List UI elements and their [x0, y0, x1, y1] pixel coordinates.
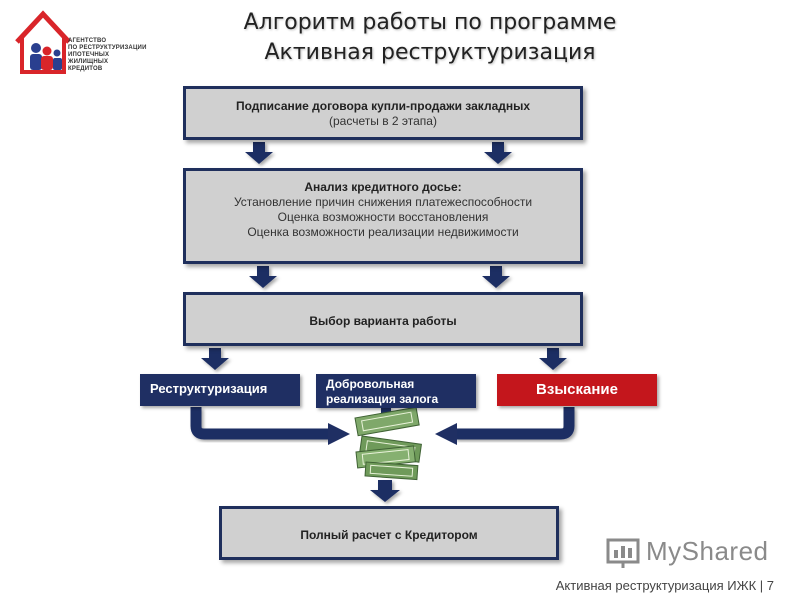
step-analysis-item: Оценка возможности реализации недвижимос… [247, 225, 519, 239]
step-signing-title: Подписание договора купли-продажи заклад… [235, 99, 531, 113]
footer-text: Активная реструктуризация ИЖК | 7 [555, 578, 774, 593]
step-choice-title: Выбор варианта работы [309, 314, 457, 328]
page-title-line2: Активная реструктуризация [264, 40, 596, 65]
step-signing-subtitle: (расчеты в 2 этапа) [329, 114, 437, 128]
step-signing-box: Подписание договора купли-продажи заклад… [183, 86, 583, 140]
myshared-icon [606, 538, 640, 568]
logo-line: АГЕНТСТВО [68, 38, 107, 44]
money-stack-icon [354, 406, 422, 481]
step-choice-box: Выбор варианта работы [183, 292, 583, 346]
option-recovery-label: Взыскание [536, 381, 618, 398]
watermark-text: MyShared [646, 536, 769, 566]
down-arrow-icon [539, 348, 567, 370]
option-recovery: Взыскание [497, 374, 657, 406]
house-logo-icon [15, 10, 71, 74]
down-arrow-icon [370, 480, 400, 502]
option-restructuring: Реструктуризация [140, 374, 300, 406]
option-restructuring-label: Реструктуризация [150, 381, 268, 396]
down-arrow-icon [249, 266, 277, 288]
watermark: MyShared [606, 534, 786, 574]
option-voluntary-line1: Добровольная [326, 377, 415, 391]
page-title-line1: Алгоритм работы по программе [243, 10, 617, 35]
step-final-title: Полный расчет с Кредитором [300, 528, 478, 542]
step-analysis-box: Анализ кредитного досье: Установление пр… [183, 168, 583, 264]
option-voluntary-sale: Добровольная реализация залога [316, 374, 476, 408]
option-voluntary-line2: реализация залога [326, 392, 439, 406]
agency-logo: АГЕНТСТВО ПО РЕСТРУКТУРИЗАЦИИ ИПОТЕЧНЫХ … [14, 8, 146, 78]
down-arrow-icon [484, 142, 512, 164]
step-analysis-item: Оценка возможности восстановления [277, 210, 489, 224]
logo-line: КРЕДИТОВ [68, 66, 103, 72]
down-arrow-icon [201, 348, 229, 370]
step-analysis-title: Анализ кредитного досье: [304, 180, 462, 194]
logo-line: ИПОТЕЧНЫХ ЖИЛИЩНЫХ [68, 52, 110, 65]
step-final-box: Полный расчет с Кредитором [219, 506, 559, 560]
down-arrow-icon [482, 266, 510, 288]
step-analysis-item: Установление причин снижения платежеспос… [233, 195, 533, 209]
logo-line: ПО РЕСТРУКТУРИЗАЦИИ [68, 45, 147, 51]
down-arrow-icon [245, 142, 273, 164]
